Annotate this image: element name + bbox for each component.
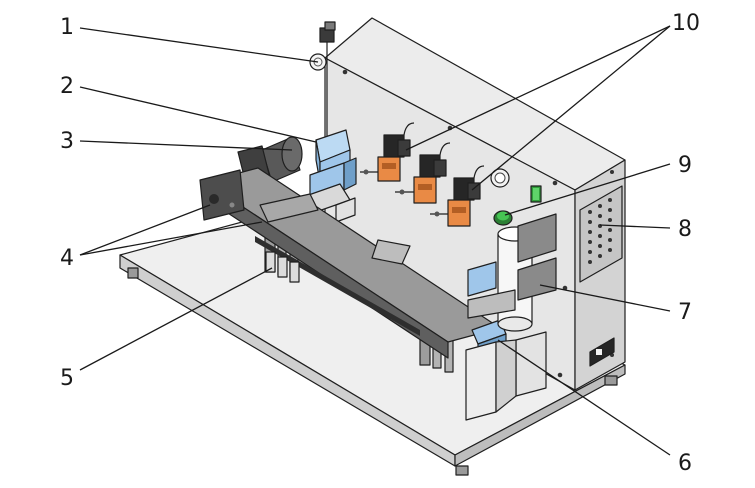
- callout-7: 7: [678, 300, 692, 325]
- leader-4b: [79, 221, 263, 256]
- callout-labels: 1 2 3 4 5 6 7 8 9 10: [60, 11, 700, 476]
- callout-4: 4: [60, 246, 74, 271]
- foot-front: [455, 465, 469, 476]
- connector-plate: [579, 185, 623, 283]
- pressure-gauge: [309, 21, 336, 140]
- callout-2: 2: [60, 74, 74, 99]
- power-socket: [589, 337, 615, 367]
- leader-lines: [79, 25, 671, 456]
- magazine-stand: [465, 331, 547, 421]
- solenoid-valve-3: [430, 165, 485, 227]
- leader-6: [497, 339, 671, 456]
- leader-3: [79, 140, 293, 151]
- leader-2: [79, 86, 317, 143]
- leader-1: [79, 27, 319, 63]
- leader-8: [599, 224, 671, 229]
- callout-6: 6: [678, 451, 692, 476]
- callout-10: 10: [672, 11, 700, 36]
- belt-conveyor: [199, 167, 501, 373]
- foot-right: [604, 375, 618, 386]
- solenoid-valve-2: [395, 142, 451, 204]
- callout-8: 8: [678, 217, 692, 242]
- leader-5: [79, 267, 273, 371]
- callout-9: 9: [678, 153, 692, 178]
- leader-7: [539, 284, 671, 312]
- leader-10a: [405, 25, 671, 151]
- callout-3: 3: [60, 129, 74, 154]
- magazine-tube: [467, 213, 557, 332]
- leader-9: [504, 163, 671, 216]
- leader-4a: [79, 204, 211, 256]
- proximity-sensors: [265, 251, 300, 283]
- foot-left: [127, 267, 139, 279]
- pilot-lamp: [490, 168, 510, 188]
- leader-10b: [471, 25, 671, 191]
- callout-5: 5: [60, 366, 74, 391]
- callout-1: 1: [60, 15, 74, 40]
- solenoid-valve-1: [360, 122, 415, 182]
